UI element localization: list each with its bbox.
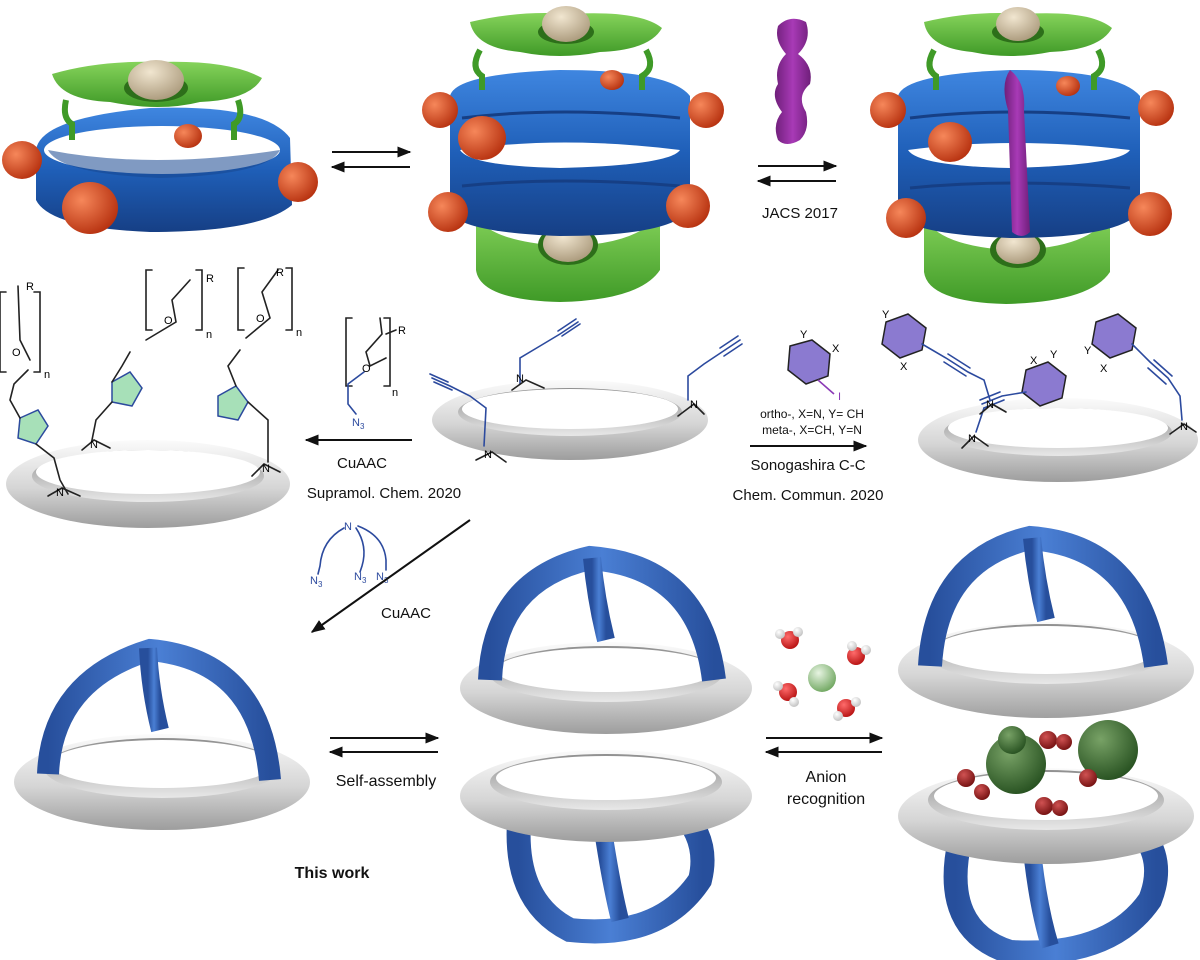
sonogashira-label: Sonogashira C-C: [750, 457, 865, 474]
atom-n: N: [986, 399, 994, 411]
atom-n: N: [484, 449, 492, 461]
atom-r: R: [26, 281, 34, 293]
cavitand-monomer-icon: [2, 60, 318, 234]
cage-dimer-anion-icon: [898, 525, 1194, 960]
chemcommun-citation: Chem. Commun. 2020: [733, 487, 884, 504]
central-molecule-arms: [429, 318, 743, 463]
triazole-arms: [0, 267, 293, 497]
tren-ring-icon: [432, 380, 708, 460]
this-work-label: This work: [295, 865, 370, 882]
atom-n: N: [344, 521, 352, 533]
atom-n-index: n: [44, 369, 50, 381]
cage-dimer-assembly-icon: [460, 545, 752, 944]
atom-r: R: [276, 267, 284, 279]
azide-label: N3: [352, 417, 365, 431]
aryl-iodide-reagent: [787, 339, 835, 395]
azide-label: N3: [354, 571, 367, 585]
aryl-ring-product-icon: [918, 398, 1198, 482]
atom-x: X: [1100, 363, 1108, 375]
atom-x: X: [900, 361, 908, 373]
equilibrium-arrow-1: [330, 146, 412, 173]
cage-dimer-icon: [422, 6, 724, 302]
atom-r: R: [206, 273, 214, 285]
ortho-condition: ortho-, X=N, Y= CH: [760, 407, 864, 421]
cuaac-label-2: CuAAC: [381, 605, 431, 622]
self-assembly-label: Self-assembly: [336, 773, 436, 790]
anion-label-line1: Anion: [806, 769, 847, 786]
peg-azide-reagent: [345, 317, 397, 415]
azide-label: N3: [376, 571, 389, 585]
atom-y: Y: [1084, 345, 1092, 357]
atom-o: O: [12, 347, 21, 359]
anion-water-cluster-icon: [773, 627, 871, 721]
purple-guest-icon: [774, 18, 811, 144]
equilibrium-arrow-2: [756, 160, 838, 187]
atom-x: X: [1030, 355, 1038, 367]
atom-n-index: n: [206, 329, 212, 341]
triazole-ring-product-icon: [6, 440, 290, 528]
anion-recognition-arrow: [764, 732, 884, 758]
self-assembly-arrow: [328, 732, 440, 758]
atom-o: O: [362, 363, 371, 375]
meta-condition: meta-, X=CH, Y=N: [762, 423, 862, 437]
atom-o: O: [256, 313, 265, 325]
atom-y: Y: [882, 309, 890, 321]
atom-n: N: [56, 487, 64, 499]
jacs-citation: JACS 2017: [762, 205, 838, 222]
azide-label: N3: [310, 575, 323, 589]
atom-n: N: [90, 439, 98, 451]
cage-monomer-icon: [14, 638, 310, 830]
atom-x: X: [832, 343, 840, 355]
cage-dimer-guest-icon: [870, 7, 1174, 304]
atom-y: Y: [800, 329, 808, 341]
atom-n-index: n: [392, 387, 398, 399]
atom-n: N: [516, 373, 524, 385]
aryl-arms: [881, 313, 1197, 449]
atom-n: N: [262, 463, 270, 475]
cuaac-arrow-diagonal: [310, 519, 471, 633]
atom-o: O: [164, 315, 173, 327]
atom-i: I: [838, 391, 841, 403]
anion-label-line2: recognition: [787, 791, 865, 808]
atom-n: N: [1180, 421, 1188, 433]
atom-n: N: [690, 399, 698, 411]
atom-n: N: [968, 433, 976, 445]
cuaac-label: CuAAC: [337, 455, 387, 472]
tren-triazide-reagent: [317, 525, 387, 575]
atom-r: R: [398, 325, 406, 337]
atom-n-index: n: [296, 327, 302, 339]
atom-y: Y: [1050, 349, 1058, 361]
supramol-citation: Supramol. Chem. 2020: [307, 485, 461, 502]
